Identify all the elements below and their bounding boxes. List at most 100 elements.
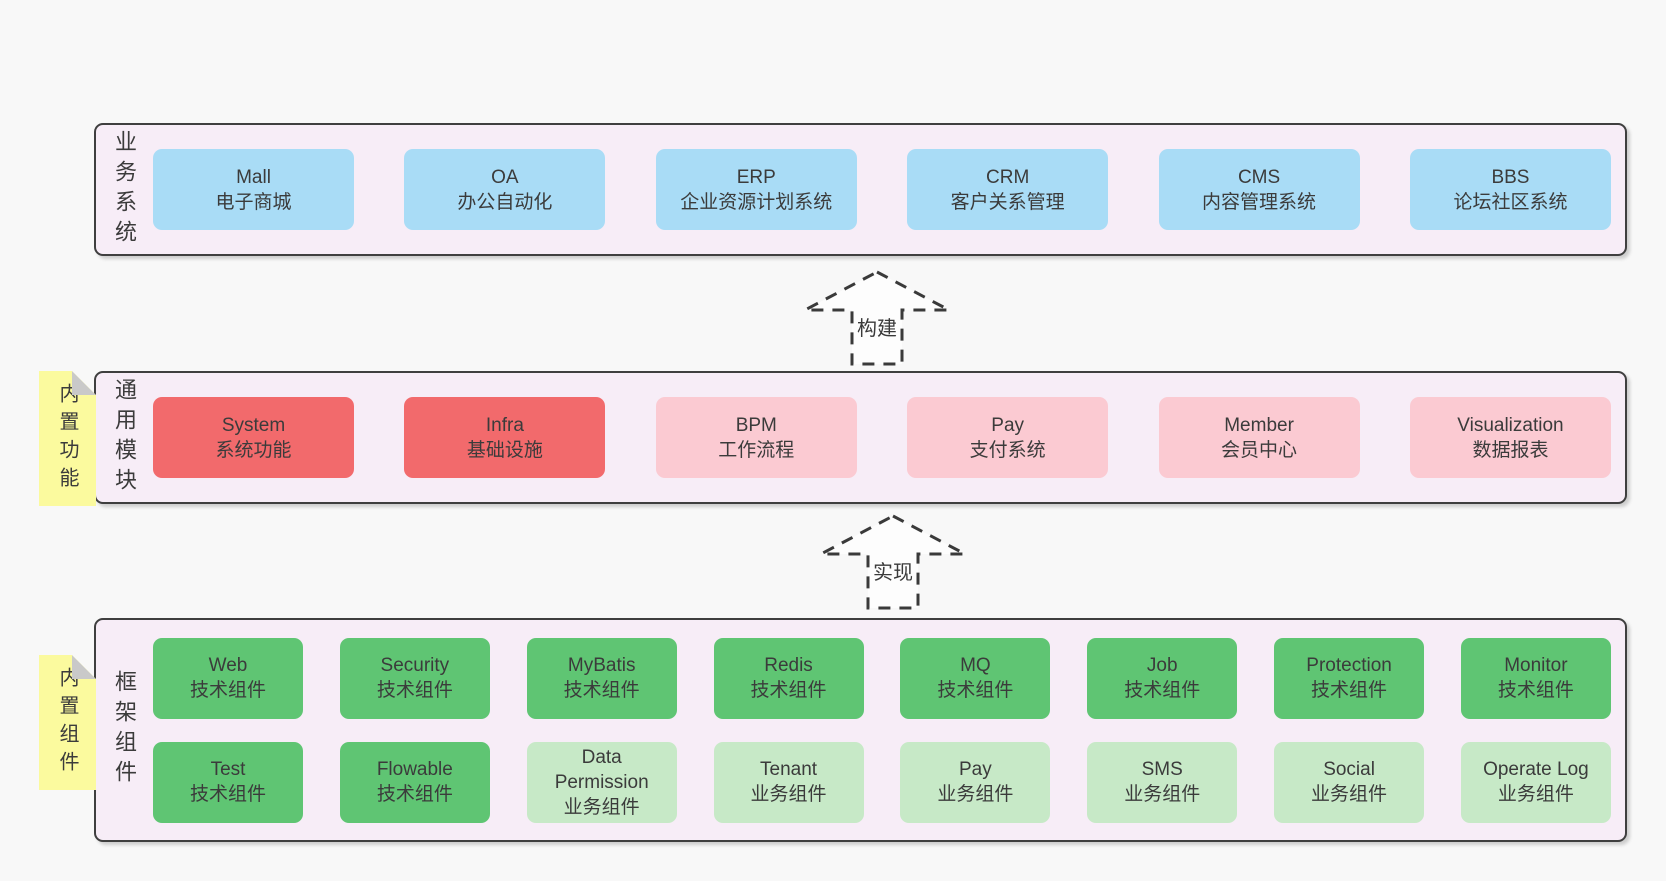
layer-title-text: 框架组件 [112,670,137,790]
box-name: SMS [1141,759,1183,780]
box-oa: OA 办公自动化 [404,149,606,230]
box-desc: 技术组件 [750,680,827,701]
box-visualization: Visualization 数据报表 [1409,397,1611,478]
box-name: CRM [986,166,1030,188]
box-desc: 客户关系管理 [950,191,1065,213]
box-desc: 技术组件 [937,680,1014,701]
box-name: MyBatis [567,655,636,676]
folded-corner-icon [72,655,96,679]
box-name: Test [210,759,246,780]
box-desc: 业务组件 [750,784,827,805]
folded-corner-icon [72,371,96,395]
box-name: BPM [735,414,777,436]
box-name: Web [208,655,248,676]
box-desc: 业务组件 [1497,784,1574,805]
box-name: Job [1146,655,1178,676]
box-name: Protection [1306,655,1392,676]
layer-business-systems: 业务系统 Mall 电子商城 OA 办公自动化 ERP 企业资源计划系统 CRM 客户关系管理 C… [94,123,1627,256]
box-operate-log: Operate Log 业务组件 [1460,741,1611,823]
box-desc: 支付系统 [969,439,1046,461]
box-bbs: BBS 论坛社区系统 [1409,149,1611,230]
box-desc: 业务组件 [563,796,640,818]
box-sms: SMS 业务组件 [1087,741,1238,823]
sticky-note-label: 内置组件 [56,666,78,779]
box-name: Flowable [376,759,453,780]
box-desc: 论坛社区系统 [1453,191,1568,213]
box-name: BBS [1491,166,1530,188]
box-name: Pay [959,759,992,780]
box-desc: 系统功能 [215,439,292,461]
box-name: Monitor [1504,655,1568,676]
box-name: Member [1224,414,1294,436]
box-desc: 业务组件 [1311,784,1388,805]
box-desc: 业务组件 [937,784,1014,805]
box-name: Operate Log [1483,759,1589,780]
box-name: Mall [236,166,271,188]
box-desc: 办公自动化 [457,191,553,213]
box-desc: 技术组件 [189,680,266,701]
box-desc: 会员中心 [1221,439,1298,461]
box-bpm: BPM 工作流程 [655,397,857,478]
box-social: Social 业务组件 [1274,741,1425,823]
box-job: Job 技术组件 [1087,637,1238,719]
sticky-note-common-modules: 内置功能 [39,371,96,506]
up-arrow-build: 构建 [792,268,962,368]
box-protection: Protection 技术组件 [1274,637,1425,719]
box-desc: 技术组件 [1124,680,1201,701]
layer-title-text: 业务系统 [112,129,137,250]
box-name: OA [491,166,519,188]
box-mybatis: MyBatis 技术组件 [526,637,677,719]
box-desc: 技术组件 [1311,680,1388,701]
box-name: Social [1323,759,1375,780]
box-desc: 业务组件 [1124,784,1201,805]
box-pay: Pay 支付系统 [907,397,1109,478]
box-desc: 内容管理系统 [1202,191,1317,213]
up-arrow-implement: 实现 [808,512,978,612]
box-name: Visualization [1457,414,1564,436]
sticky-note-label: 内置功能 [56,382,78,495]
box-name: Security [380,655,450,676]
box-desc: 企业资源计划系统 [680,191,833,213]
box-name: ERP [736,166,776,188]
box-desc: 技术组件 [563,680,640,701]
box-erp: ERP 企业资源计划系统 [655,149,857,230]
box-data-permission: Data Permission 业务组件 [526,741,677,823]
box-name: Tenant [760,759,818,780]
box-tenant: Tenant 业务组件 [713,741,864,823]
layer-title-framework-components: 框架组件 [96,620,152,840]
arrow-label: 构建 [855,312,899,341]
box-name: Pay [991,414,1025,436]
box-name: System [221,414,286,436]
box-desc: 技术组件 [376,784,453,805]
box-system: System 系统功能 [153,397,354,478]
box-desc: 电子商城 [215,191,292,213]
layer-title-business-systems: 业务系统 [96,125,152,254]
box-desc: 数据报表 [1472,439,1549,461]
box-pay: Pay 业务组件 [900,741,1051,823]
box-name: Data Permission [554,746,649,793]
sticky-note-framework-components: 内置组件 [39,655,96,790]
box-desc: 基础设施 [466,439,543,461]
layer-title-text: 通用模块 [112,377,137,498]
layer-title-common-modules: 通用模块 [96,373,152,502]
box-member: Member 会员中心 [1158,397,1360,478]
box-web: Web 技术组件 [153,637,303,719]
box-desc: 工作流程 [718,439,795,461]
